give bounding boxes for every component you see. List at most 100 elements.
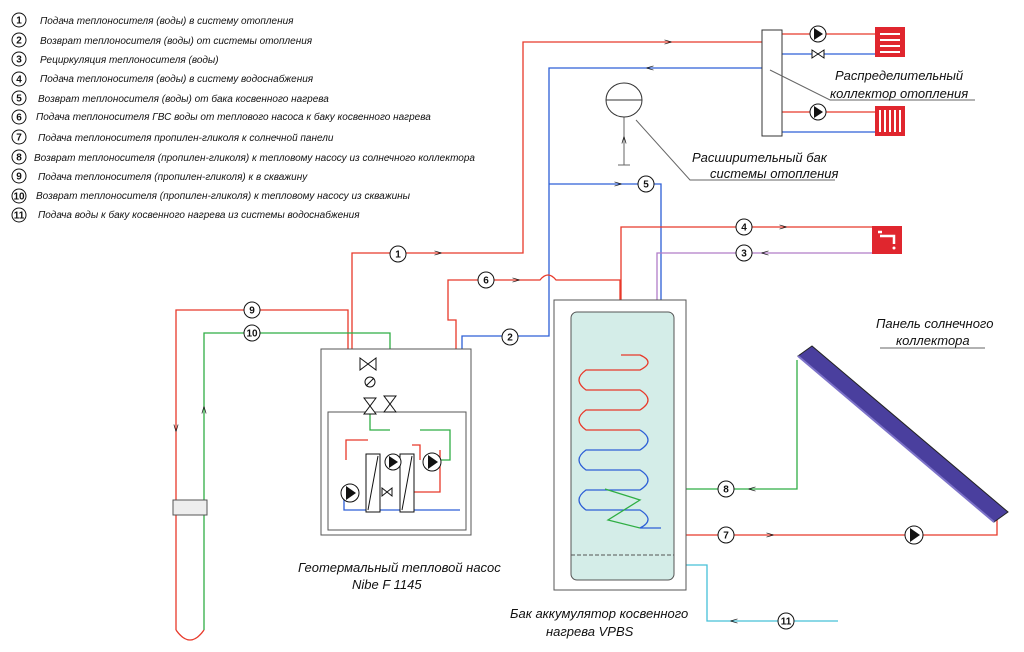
exp-tank-label-line-1: Расширительный бак — [692, 150, 828, 165]
marker-5: 5 — [637, 175, 655, 193]
legend-text: Подача теплоносителя пропилен-гликоля к … — [38, 133, 334, 144]
heat-pump-pump-icon — [340, 483, 360, 503]
expansion-tank-icon — [605, 82, 643, 118]
legend-item-9: 9 Подача теплоносителя (пропилен-гликоля… — [11, 168, 308, 184]
svg-text:11: 11 — [781, 617, 792, 628]
legend-text: Подача теплоносителя (воды) в систему от… — [40, 16, 294, 27]
exp-tank-leader-line — [635, 119, 835, 181]
legend-item-4: 4 Подача теплоносителя (воды) в систему … — [11, 71, 314, 87]
svg-text:5: 5 — [643, 180, 649, 191]
pipe-1-heating-supply — [351, 41, 762, 360]
flow-sensor-icon — [364, 376, 376, 388]
marker-9: 9 — [243, 301, 261, 319]
legend-text: Возврат теплоносителя (пропилен-гликоля)… — [34, 153, 475, 164]
collector-label-line-1: Распределительный — [835, 68, 963, 83]
pipe-9-borehole-supply — [175, 309, 349, 500]
borehole-head — [172, 499, 208, 516]
distribution-collector — [761, 29, 783, 137]
legend-text: Подача теплоносителя ГВС воды от теплово… — [36, 111, 431, 123]
legend-number: 11 — [14, 211, 25, 222]
legend-number: 3 — [16, 55, 22, 66]
legend-item-2: 2 Возврат теплоносителя (воды) от систем… — [11, 32, 313, 48]
collector-valve-icon — [811, 49, 825, 59]
tank-label-line-1: Бак аккумулятор косвенного — [510, 606, 688, 621]
legend-number: 2 — [16, 36, 22, 47]
svg-text:8: 8 — [723, 485, 729, 496]
svg-text:6: 6 — [483, 276, 489, 287]
marker-3: 3 — [735, 244, 753, 262]
radiator-icon — [875, 27, 905, 57]
tank-heating-coil-upper — [578, 354, 649, 431]
heat-exchanger-diagonals — [367, 455, 413, 511]
heat-pump-module — [327, 411, 467, 531]
solar-pump-icon — [904, 525, 924, 545]
legend-number: 5 — [16, 94, 22, 105]
heat-pump-label-line-2: Nibe F 1145 — [352, 577, 422, 592]
legend-text: Подача теплоносителя (воды) в систему во… — [40, 73, 314, 85]
marker-2: 2 — [501, 328, 519, 346]
legend-number: 7 — [16, 133, 22, 144]
valve-icon — [383, 395, 397, 413]
valve-icon — [363, 397, 377, 415]
svg-text:10: 10 — [246, 329, 258, 340]
marker-8: 8 — [717, 480, 735, 498]
radiator-icon — [875, 106, 905, 136]
legend-number: 9 — [16, 172, 22, 183]
svg-text:9: 9 — [249, 306, 255, 317]
collector-leader-line — [769, 69, 975, 101]
legend: 1 Подача теплоносителя (воды) в систему … — [11, 12, 475, 223]
storage-tank-inner — [570, 311, 675, 581]
marker-1: 1 — [389, 245, 407, 263]
legend-item-10: 10 Возврат теплоносителя (пропилен-глико… — [11, 188, 411, 204]
marker-11: 11 — [777, 612, 795, 630]
flow-arrows — [176, 42, 783, 621]
tank-label-line-2: нагрева VPBS — [546, 624, 634, 639]
legend-text: Возврат теплоносителя (пропилен-гликоля)… — [36, 191, 411, 202]
tank-heating-coil-lower — [578, 429, 661, 529]
expansion-valve-icon — [381, 486, 393, 498]
collector-pump-icon — [809, 25, 827, 43]
legend-number: 6 — [16, 113, 22, 124]
legend-item-7: 7 Подача теплоносителя пропилен-гликоля … — [11, 129, 334, 145]
marker-6: 6 — [477, 271, 495, 289]
legend-text: Подача теплоносителя (пропилен-гликоля) … — [38, 172, 308, 183]
tank-solar-coil — [604, 488, 642, 529]
legend-number: 8 — [16, 153, 22, 164]
legend-number: 10 — [13, 192, 25, 203]
marker-10: 10 — [243, 324, 261, 342]
collector-label-line-2: коллектор отопления — [830, 86, 968, 101]
svg-text:4: 4 — [741, 223, 747, 234]
legend-item-1: 1 Подача теплоносителя (воды) в систему … — [11, 12, 294, 28]
legend-item-8: 8 Возврат теплоносителя (пропилен-гликол… — [11, 149, 475, 165]
pipe-3-recirculation — [656, 252, 872, 550]
legend-text: Рециркуляция теплоносителя (воды) — [40, 55, 219, 66]
collector-pump-icon — [809, 103, 827, 121]
legend-text: Возврат теплоносителя (воды) от системы … — [40, 36, 313, 47]
legend-text: Подача воды к баку косвенного нагрева из… — [38, 209, 360, 221]
solar-label-line-2: коллектора — [896, 333, 970, 348]
legend-number: 4 — [16, 75, 22, 86]
marker-7: 7 — [717, 526, 735, 544]
exp-tank-label-line-2: системы отопления — [710, 166, 838, 181]
legend-item-11: 11 Подача воды к баку косвенного нагрева… — [11, 207, 360, 223]
svg-text:1: 1 — [395, 250, 401, 261]
solar-panel-icon — [797, 345, 1009, 523]
three-way-valve-icon — [359, 357, 377, 371]
legend-text: Возврат теплоносителя (воды) от бака кос… — [38, 93, 329, 105]
faucet-icon — [872, 226, 902, 254]
compressor-icon — [384, 453, 402, 471]
legend-item-5: 5 Возврат теплоносителя (воды) от бака к… — [11, 90, 329, 106]
heat-pump-label-line-1: Геотермальный тепловой насос — [298, 560, 501, 575]
pipe-6-tank-supply — [447, 274, 621, 360]
legend-item-6: 6 Подача теплоносителя ГВС воды от тепло… — [11, 109, 431, 125]
svg-text:3: 3 — [741, 249, 747, 260]
heat-pump-pump-icon — [422, 452, 442, 472]
legend-number: 1 — [16, 16, 22, 27]
legend-item-3: 3 Рециркуляция теплоносителя (воды) — [11, 51, 219, 67]
marker-4: 4 — [735, 218, 753, 236]
solar-label-line-1: Панель солнечного — [876, 316, 993, 331]
borehole-loop-bottom — [175, 629, 205, 641]
svg-text:7: 7 — [723, 531, 729, 542]
svg-text:2: 2 — [507, 333, 513, 344]
